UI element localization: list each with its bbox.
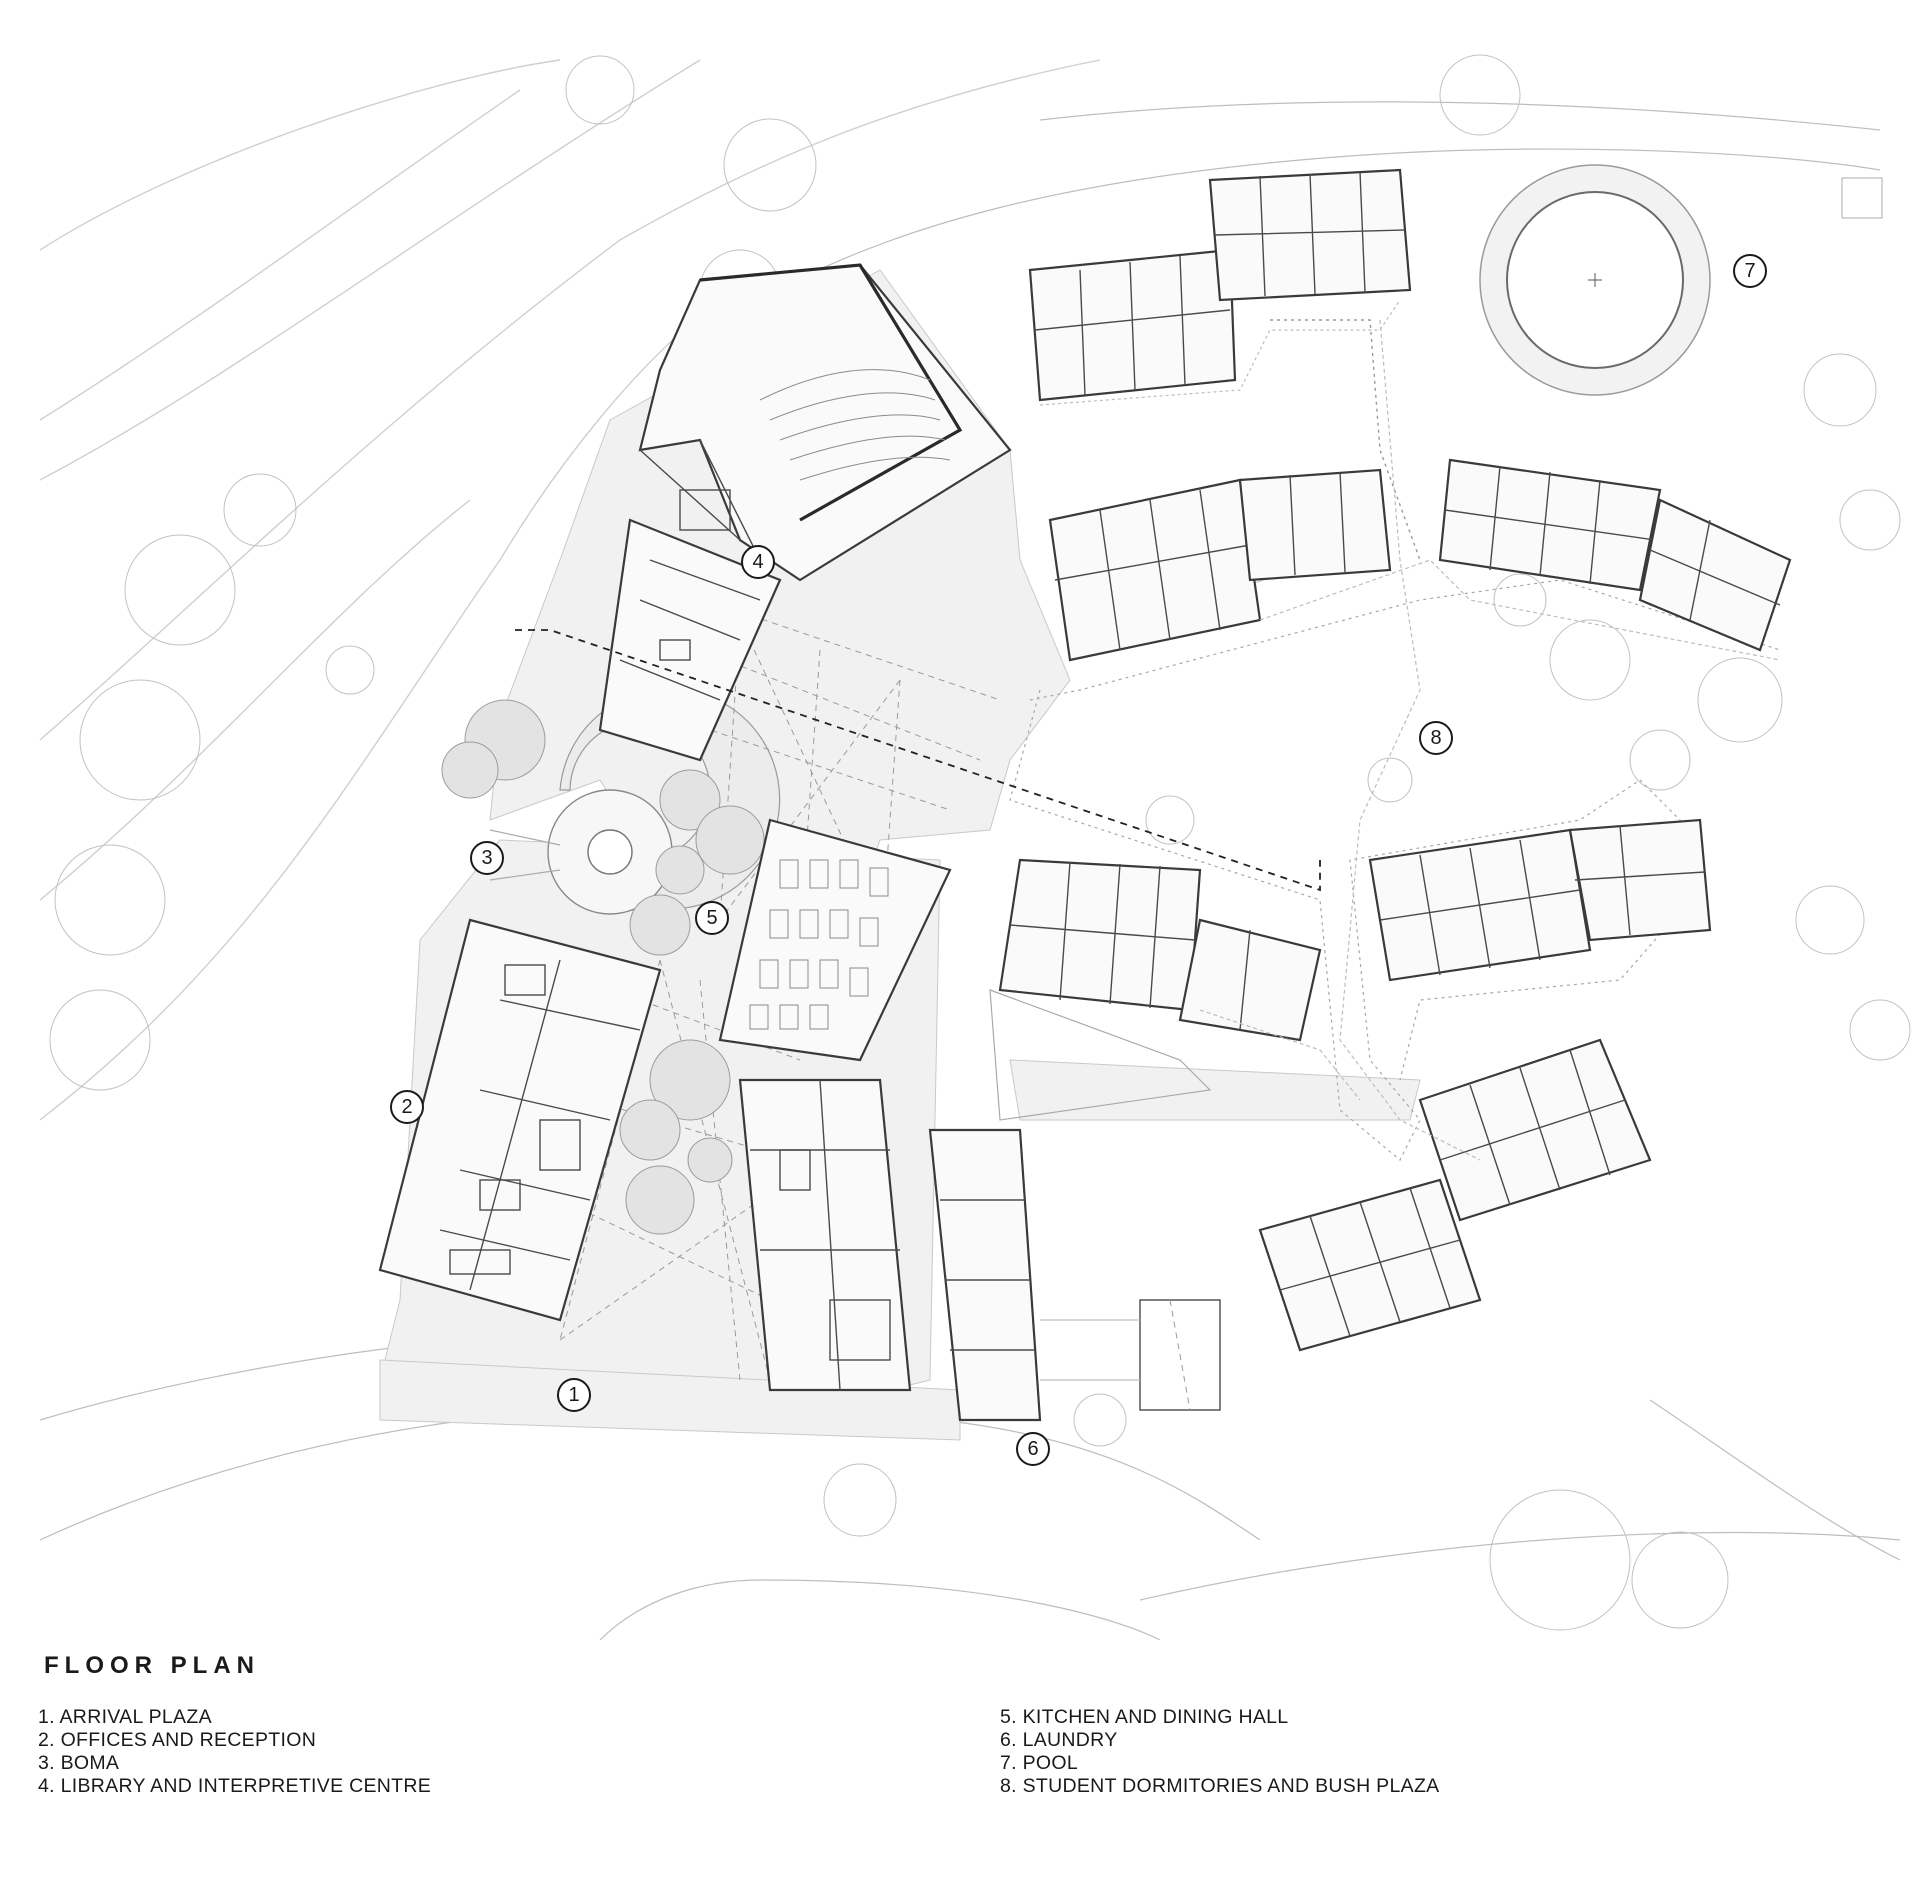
dorm-block [998,858,1322,1042]
svg-text:2: 2 [401,1096,412,1118]
legend-item: 8. STUDENT DORMITORIES AND BUSH PLAZA [1000,1775,1440,1797]
marker-3: 3 [470,841,504,875]
marker-1: 1 [557,1378,591,1412]
marker-6: 6 [1016,1432,1050,1466]
marker-5: 5 [695,901,729,935]
site-floor-plan: 1 2 3 4 5 6 7 8 [39,54,1911,1640]
legend-list-right: 5. KITCHEN AND DINING HALL 6. LAUNDRY 7.… [1000,1706,1439,1798]
legend-item: 2. OFFICES AND RECEPTION [38,1729,317,1751]
svg-text:4: 4 [752,551,763,573]
library-seating [759,369,951,481]
site-contours [39,59,1901,1640]
pool [1479,164,1883,396]
dorm-block [1258,1178,1482,1352]
legend-item: 1. ARRIVAL PLAZA [38,1706,212,1728]
section-line [515,629,1321,892]
svg-text:6: 6 [1027,1438,1038,1460]
legend-item: 7. POOL [1000,1752,1078,1774]
marker-2: 2 [390,1090,424,1124]
library-building [598,263,1012,762]
plan-markers: 1 2 3 4 5 6 7 8 [390,254,1767,1466]
plaza-trees [441,699,765,1235]
dorm-block [1048,468,1392,662]
dorm-block [1418,1038,1652,1222]
laundry-building [928,1128,1221,1422]
bush-plaza [989,319,1781,1161]
site-trees [49,54,1911,1631]
dormitories [998,168,1792,1352]
svg-text:8: 8 [1430,727,1441,749]
dorm-block [1028,168,1412,406]
dining-hall [718,818,952,1392]
svg-text:1: 1 [568,1384,579,1406]
legend-title: FLOOR PLAN [44,1652,260,1679]
svg-text:7: 7 [1744,260,1755,282]
marker-7: 7 [1733,254,1767,288]
legend-list-left: 1. ARRIVAL PLAZA 2. OFFICES AND RECEPTIO… [38,1706,431,1798]
legend-item: 5. KITCHEN AND DINING HALL [1000,1706,1289,1728]
dorm-block [1368,818,1712,982]
legend-item: 6. LAUNDRY [1000,1729,1118,1751]
legend-item: 3. BOMA [38,1752,120,1774]
svg-text:3: 3 [481,847,492,869]
dining-tables [749,859,889,1030]
legend-item: 4. LIBRARY AND INTERPRETIVE CENTRE [38,1775,432,1797]
dorm-block [1438,458,1792,652]
offices-building [378,918,662,1322]
marker-4: 4 [741,545,775,579]
svg-text:5: 5 [706,907,717,929]
marker-8: 8 [1419,721,1453,755]
